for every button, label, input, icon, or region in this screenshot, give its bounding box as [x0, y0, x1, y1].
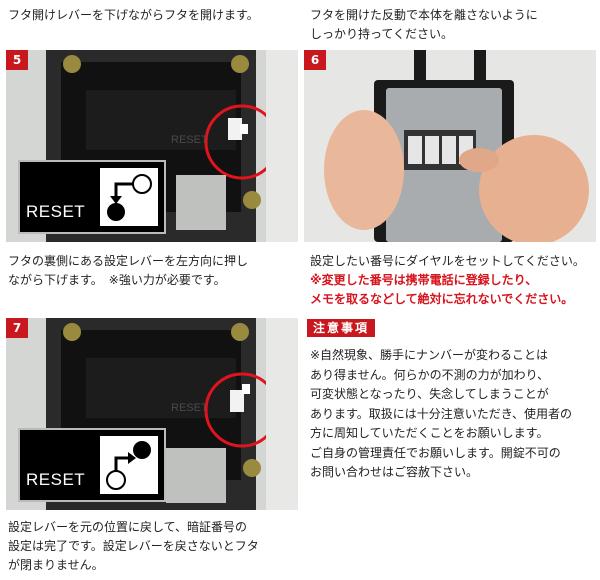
- step7-number: 7: [6, 318, 28, 338]
- hand-holding-keybox-illustration: [304, 50, 596, 242]
- lever-up-icon: [100, 436, 158, 494]
- caution-heading: 注意事項: [307, 319, 375, 337]
- step6-number: 6: [304, 50, 326, 70]
- reset-label: RESET: [26, 470, 86, 489]
- lock-mechanism-illustration: [6, 50, 298, 242]
- reset-diagram: RESET: [18, 428, 166, 502]
- step5-photo: RESET 5 RESET: [6, 50, 298, 242]
- reset-label: RESET: [26, 202, 86, 221]
- step-top-right-caption: フタを開けた反動で本体を離さないように しっかり持ってください。: [310, 8, 538, 41]
- engraved-reset-text: RESET: [171, 134, 208, 146]
- step6-warning: ※変更した番号は携帯電話に登録したり、 メモを取るなどして絶対に忘れないでくださ…: [310, 273, 574, 306]
- step5-caption: フタの裏側にある設定レバーを左方向に押し ながら下げます。 ※強い力が必要です。: [8, 254, 249, 287]
- lever-down-icon: [100, 168, 158, 226]
- step6-caption: 設定したい番号にダイヤルをセットしてください。: [310, 254, 585, 268]
- step7-photo: RESET 7 RESET: [6, 318, 298, 510]
- caution-body: ※自然現象、勝手にナンバーが変わることは あり得ません。何らかの不測の力が加わり…: [310, 348, 572, 479]
- step-top-left-caption: フタ開けレバーを下げながらフタを開けます。: [8, 8, 259, 22]
- step5-number: 5: [6, 50, 28, 70]
- engraved-reset-text: RESET: [171, 402, 208, 414]
- reset-diagram: RESET: [18, 160, 166, 234]
- step6-photo: 6: [304, 50, 596, 242]
- step7-caption: 設定レバーを元の位置に戻して、暗証番号の 設定は完了です。設定レバーを戻さないと…: [8, 520, 259, 572]
